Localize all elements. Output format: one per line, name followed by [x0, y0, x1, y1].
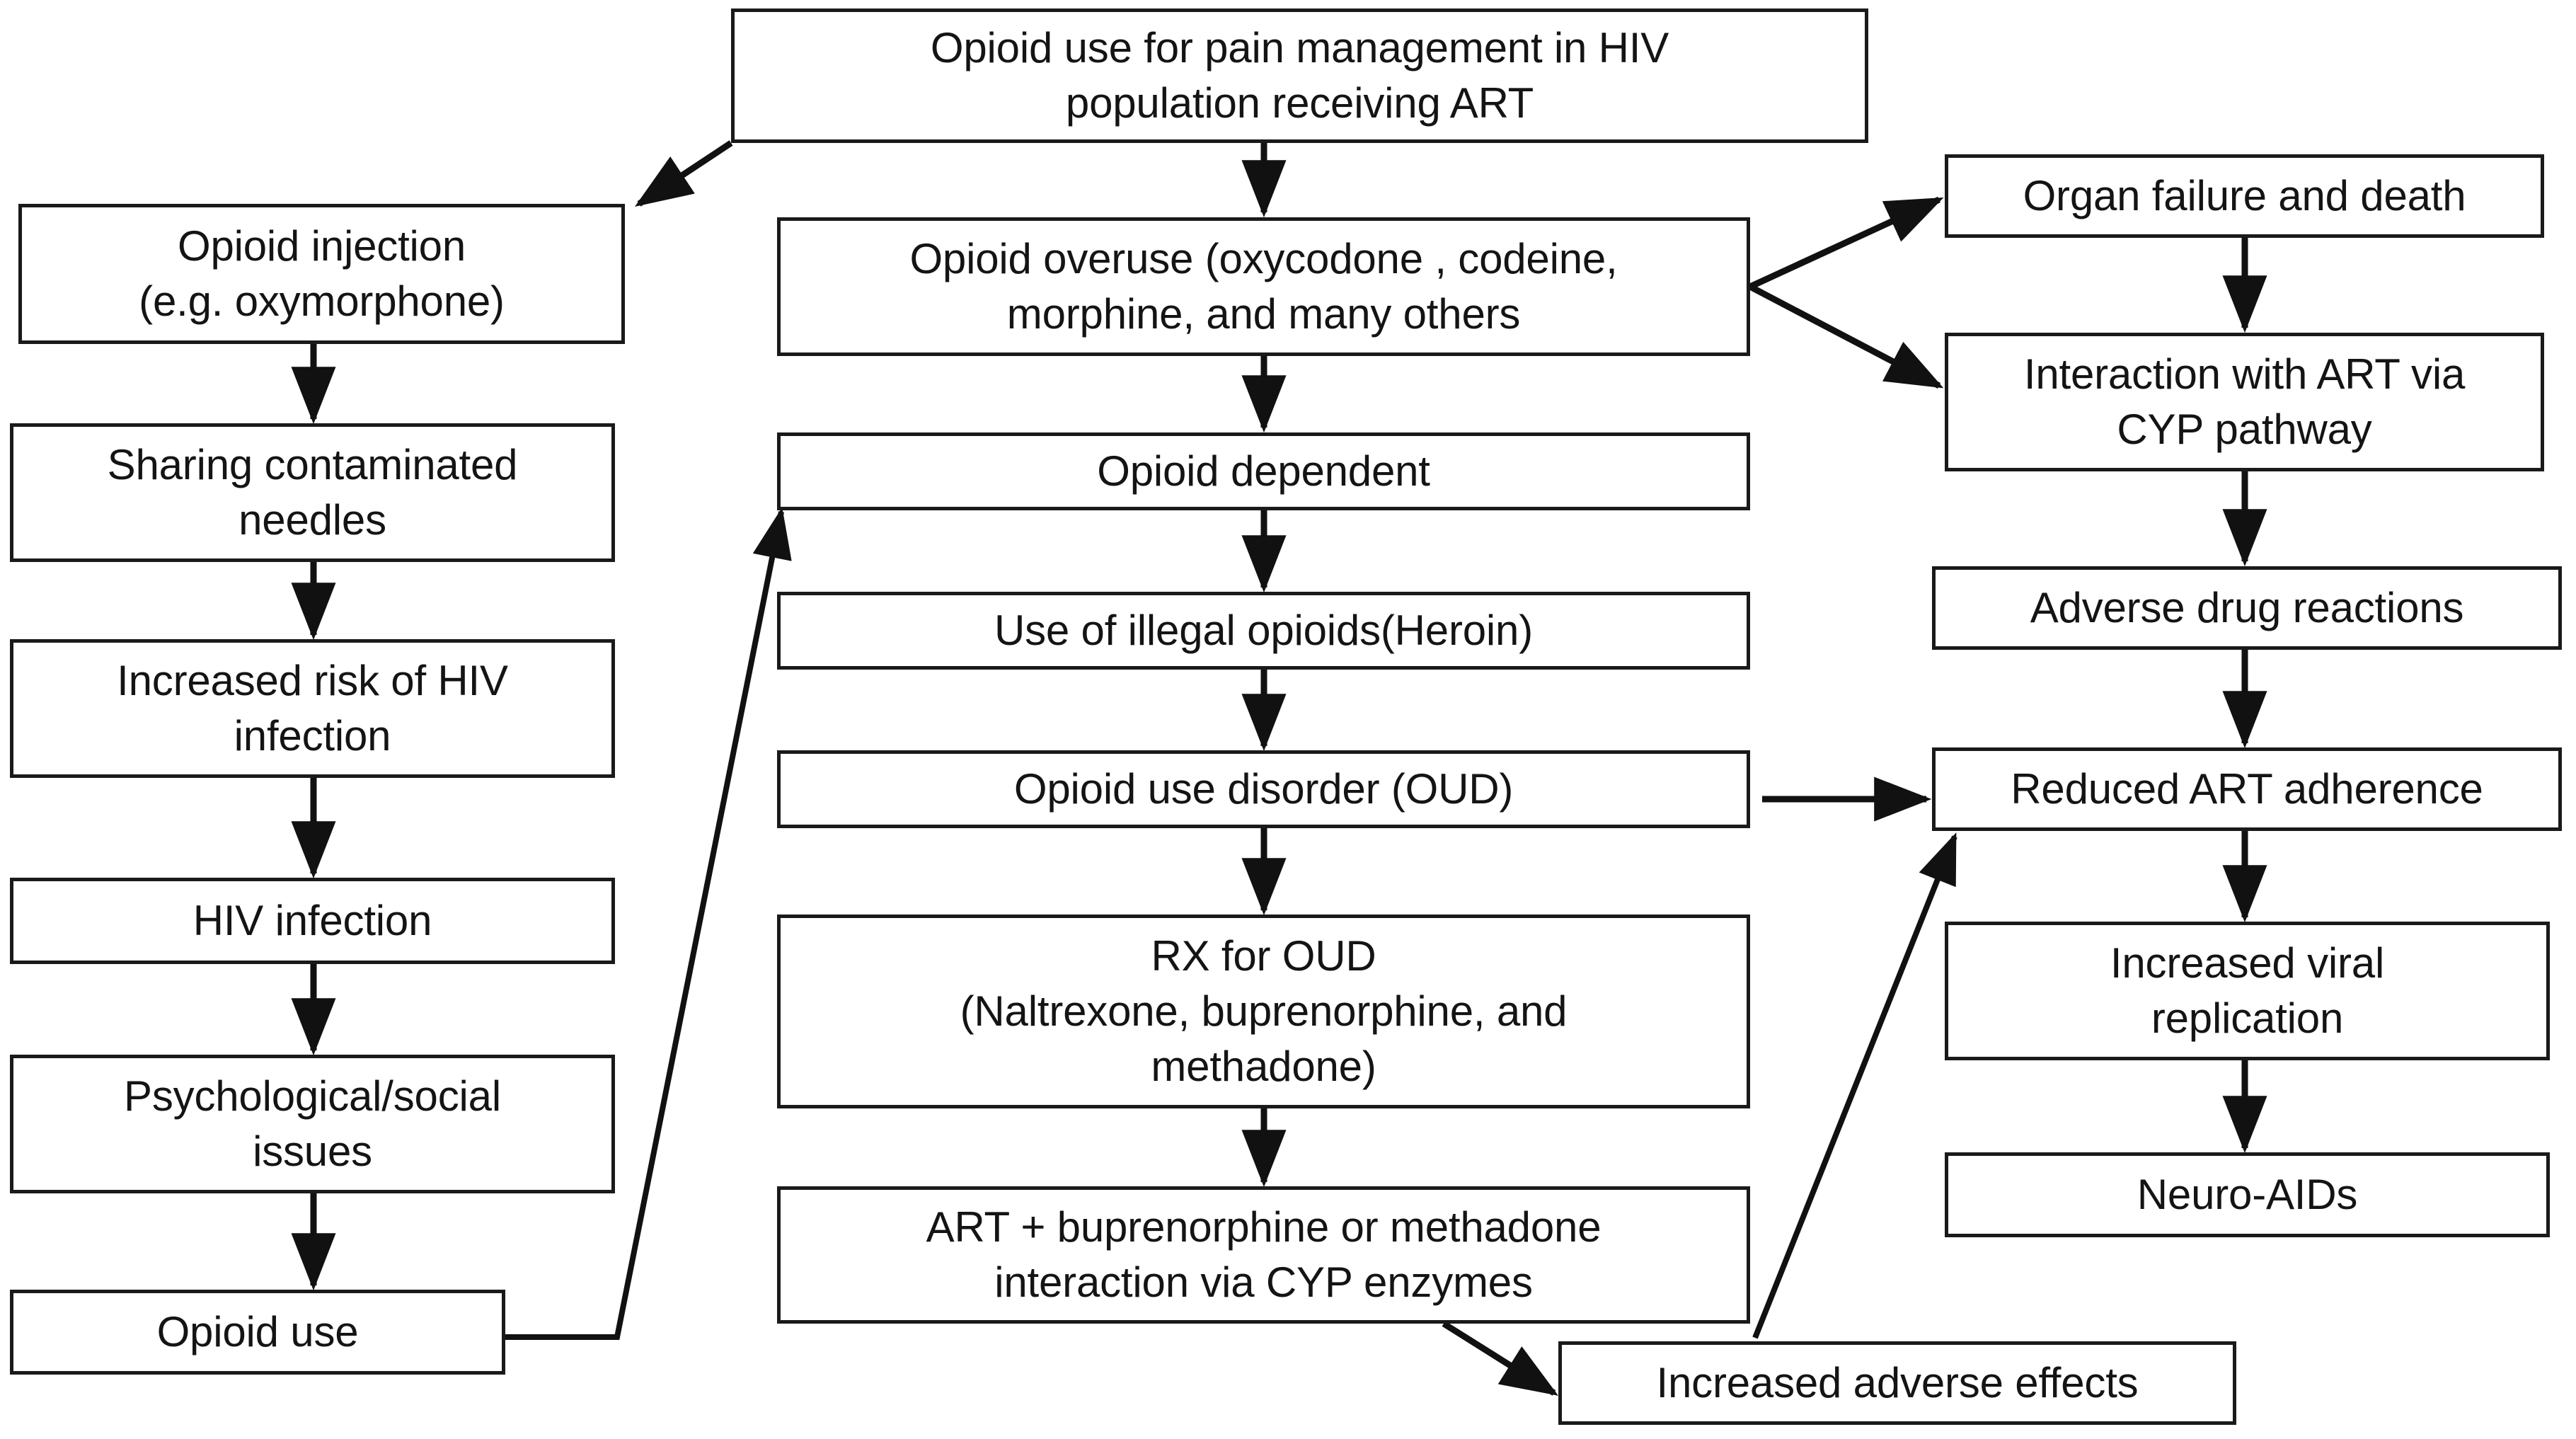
node-interaction-art-cyp[interactable]: Interaction with ART via CYP pathway	[1945, 333, 2544, 471]
edge-art-interaction-to-adverse-effects	[1442, 1321, 1559, 1396]
node-opioid-use-disorder[interactable]: Opioid use disorder (OUD)	[777, 750, 1750, 828]
node-opioid-dependent[interactable]: Opioid dependent	[777, 432, 1750, 510]
node-label: Increased adverse effects	[1656, 1359, 2139, 1406]
edge-pain-to-injection	[634, 140, 733, 207]
node-label: Opioid injection (e.g. oxymorphone)	[139, 222, 505, 325]
node-label: HIV infection	[192, 897, 432, 944]
node-hiv-infection[interactable]: HIV infection	[10, 878, 615, 964]
node-label: Opioid use disorder (OUD)	[1013, 765, 1514, 813]
node-sharing-contaminated-needles[interactable]: Sharing contaminated needles	[10, 423, 615, 562]
node-label: Reduced ART adherence	[2011, 765, 2483, 813]
node-reduced-art-adherence[interactable]: Reduced ART adherence	[1932, 747, 2562, 831]
node-label: Interaction with ART via CYP pathway	[2023, 350, 2466, 453]
edge-overuse-branch	[1748, 196, 1944, 389]
node-label: Opioid use	[156, 1308, 359, 1355]
node-increased-adverse-effects[interactable]: Increased adverse effects	[1558, 1341, 2236, 1425]
node-art-buprenorphine-methadone[interactable]: ART + buprenorphine or methadone interac…	[777, 1186, 1750, 1324]
node-label: Sharing contaminated needles	[107, 441, 518, 544]
node-label: Opioid dependent	[1097, 447, 1430, 495]
node-adverse-drug-reactions[interactable]: Adverse drug reactions	[1932, 566, 2562, 650]
node-increased-risk-hiv[interactable]: Increased risk of HIV infection	[10, 639, 615, 778]
node-label: Opioid overuse (oxycodone , codeine, mor…	[909, 235, 1618, 338]
node-label: RX for OUD (Naltrexone, buprenorphine, a…	[960, 932, 1568, 1090]
node-neuro-aids[interactable]: Neuro-AIDs	[1945, 1152, 2550, 1237]
node-label: Increased risk of HIV infection	[117, 657, 508, 759]
node-label: Increased viral replication	[2110, 939, 2385, 1042]
node-label: Opioid use for pain management in HIV po…	[930, 24, 1669, 127]
node-rx-for-oud[interactable]: RX for OUD (Naltrexone, buprenorphine, a…	[777, 915, 1750, 1108]
node-label: ART + buprenorphine or methadone interac…	[926, 1203, 1602, 1306]
node-organ-failure-death[interactable]: Organ failure and death	[1945, 154, 2544, 238]
node-label: Organ failure and death	[2023, 172, 2466, 219]
node-label: Adverse drug reactions	[2030, 584, 2464, 631]
node-increased-viral-replication[interactable]: Increased viral replication	[1945, 922, 2550, 1060]
node-opioid-overuse[interactable]: Opioid overuse (oxycodone , codeine, mor…	[777, 217, 1750, 356]
node-label: Psychological/social issues	[124, 1072, 501, 1175]
node-opioid-pain-management[interactable]: Opioid use for pain management in HIV po…	[731, 8, 1868, 143]
node-opioid-use[interactable]: Opioid use	[10, 1290, 505, 1375]
node-use-illegal-opioids[interactable]: Use of illegal opioids(Heroin)	[777, 592, 1750, 670]
node-psychological-social-issues[interactable]: Psychological/social issues	[10, 1055, 615, 1193]
edge-adverse-effects-to-reduced-adherence	[1752, 832, 1957, 1339]
node-opioid-injection[interactable]: Opioid injection (e.g. oxymorphone)	[18, 204, 625, 344]
node-label: Use of illegal opioids(Heroin)	[994, 607, 1534, 654]
node-label: Neuro-AIDs	[2137, 1171, 2358, 1218]
